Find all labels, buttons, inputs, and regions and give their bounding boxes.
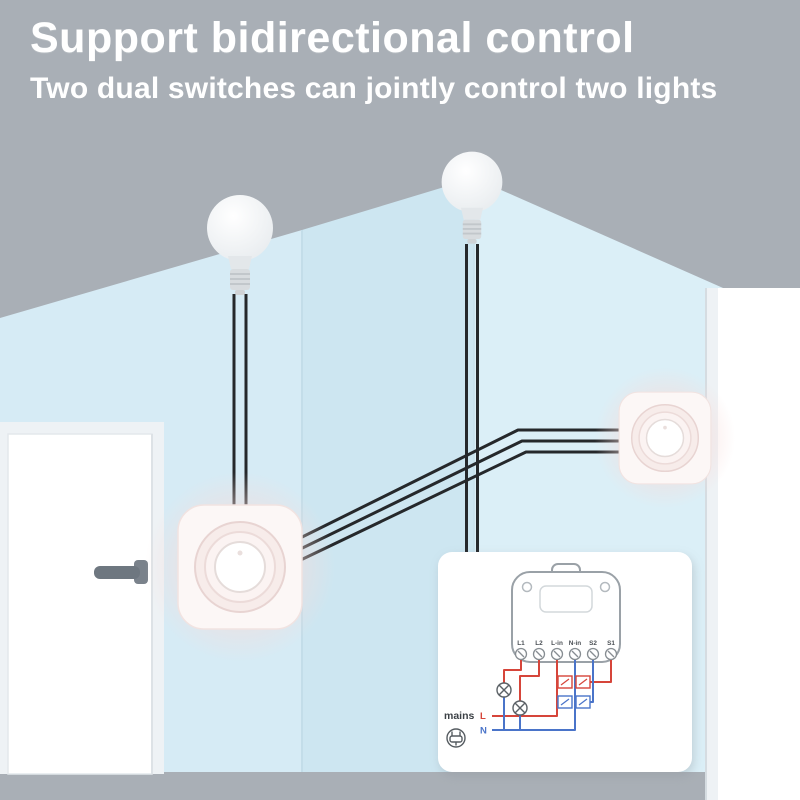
live-wires <box>492 660 612 717</box>
terminal-label-l1: L1 <box>517 640 525 647</box>
wall-switch-left <box>144 471 336 663</box>
mini-switch-module: L1 L2 L-in N-in S2 S1 <box>511 563 621 663</box>
wall-switch-right <box>593 366 737 510</box>
neutral-wires <box>492 660 594 731</box>
mains-plug-icon <box>446 728 466 748</box>
right-door-frame <box>705 288 800 800</box>
left-door <box>0 422 164 775</box>
mains-block: mains L N <box>444 710 487 748</box>
blue-wire-s2-switchbox <box>590 660 594 703</box>
red-wire-l1-lamp1 <box>503 660 522 683</box>
terminal-label-l2: L2 <box>535 640 543 647</box>
lamp-symbol-2 <box>512 700 528 716</box>
mains-label: mains <box>444 710 475 722</box>
red-wire-l2-lamp2 <box>519 660 540 701</box>
terminal-labels: L1 L2 L-in N-in S2 S1 <box>517 640 615 647</box>
left-door-panel <box>7 433 153 775</box>
right-door-jamb <box>706 288 718 800</box>
red-wire-s1-switchbox <box>590 660 612 683</box>
wall-middle <box>302 178 474 772</box>
terminal-label-s1: S1 <box>607 640 615 647</box>
terminal-label-nin: N-in <box>569 640 582 647</box>
headline: Support bidirectional control <box>30 14 635 62</box>
right-door-panel <box>706 288 800 800</box>
terminal-screws <box>514 647 618 661</box>
neutral-terminal-label: N <box>480 726 487 737</box>
module-screw-right <box>599 581 611 593</box>
floor-strip <box>0 772 800 800</box>
module-body <box>511 571 621 663</box>
subheadline: Two dual switches can jointly control tw… <box>30 72 718 105</box>
terminal-label-s2: S2 <box>589 640 597 647</box>
module-label-area <box>539 585 593 613</box>
switch-box-grid <box>557 675 591 709</box>
live-terminal-label: L <box>480 711 486 722</box>
wiring-diagram-card: L1 L2 L-in N-in S2 S1 <box>438 552 694 776</box>
module-screw-left <box>521 581 533 593</box>
red-wire-lin-mains <box>492 660 558 717</box>
terminal-label-lin: L-in <box>551 640 563 647</box>
lamp-symbol-1 <box>496 682 512 698</box>
door-handle-mount <box>134 560 148 584</box>
door-handle-icon <box>94 566 140 579</box>
